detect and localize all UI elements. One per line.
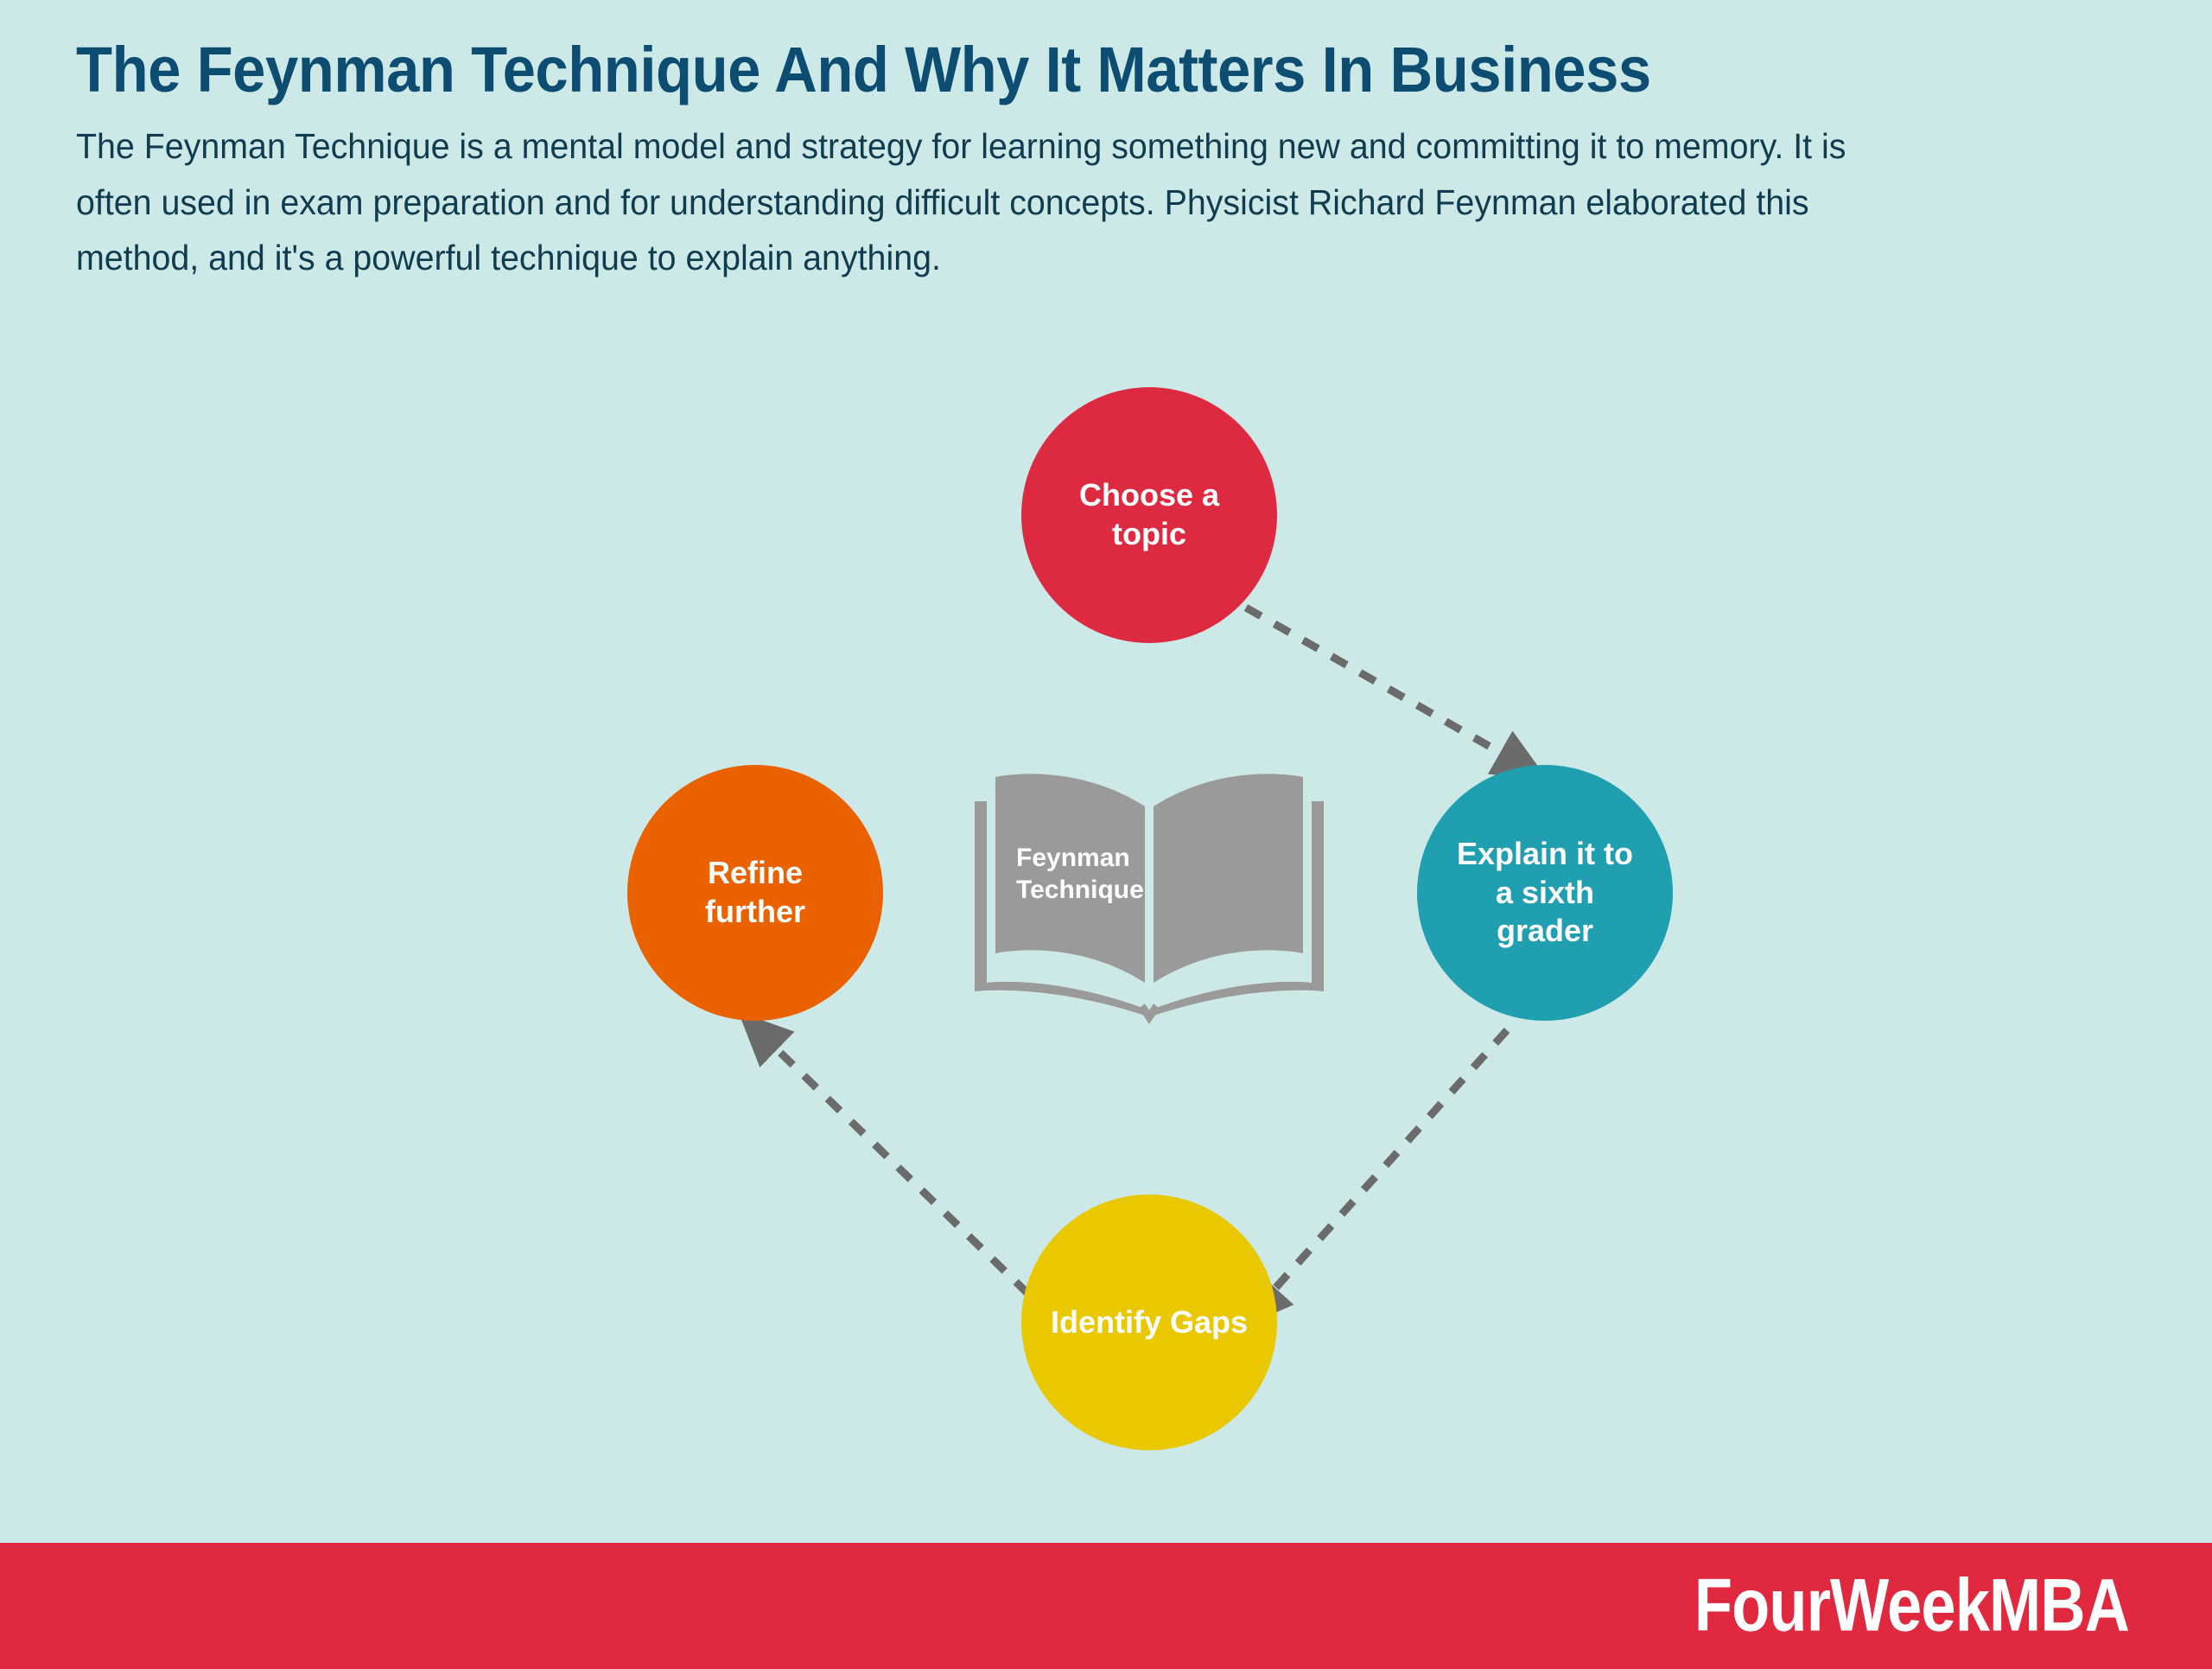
node-refine-line1: Refine bbox=[707, 855, 804, 891]
page-title: The Feynman Technique And Why It Matters… bbox=[76, 34, 1651, 105]
node-explain-label: Explain it to a sixth grader bbox=[1457, 835, 1633, 951]
node-explain-line1: Explain it to bbox=[1456, 836, 1633, 872]
connector-explain-to-identify-gaps bbox=[1238, 1027, 1510, 1329]
node-explain-line2: a sixth bbox=[1495, 874, 1595, 910]
node-choose-topic-line2: topic bbox=[1111, 516, 1186, 551]
center-icon-label-line1: Feynman bbox=[1016, 844, 1130, 872]
node-explain-line3: grader bbox=[1496, 913, 1594, 949]
node-explain-sixth-grader[interactable]: Explain it to a sixth grader bbox=[1417, 765, 1673, 1021]
diagram-stage: Feynman Technique Choose a topic Explain… bbox=[627, 387, 1673, 1450]
center-icon-label-line2: Technique bbox=[1016, 875, 1144, 904]
feynman-technique-book: Feynman Technique bbox=[968, 756, 1331, 1024]
node-choose-topic[interactable]: Choose a topic bbox=[1021, 387, 1277, 643]
page-subtitle: The Feynman Technique is a mental model … bbox=[76, 125, 1847, 278]
node-refine-further[interactable]: Refine further bbox=[627, 765, 883, 1021]
node-refine-line2: further bbox=[705, 894, 805, 929]
center-icon-label: Feynman Technique bbox=[1016, 843, 1163, 906]
footer-bar: FourWeekMBA bbox=[0, 1543, 2212, 1669]
node-identify-gaps-label: Identify Gaps bbox=[1050, 1303, 1249, 1340]
node-choose-topic-line1: Choose a bbox=[1078, 477, 1220, 513]
node-choose-topic-label: Choose a topic bbox=[1079, 476, 1219, 553]
connector-choose-topic-to-explain bbox=[1243, 604, 1548, 780]
open-book-icon bbox=[975, 774, 1324, 1024]
header: The Feynman Technique And Why It Matters… bbox=[76, 34, 2089, 286]
node-refine-label: Refine further bbox=[705, 854, 805, 931]
connector-identify-gaps-to-refine bbox=[738, 1011, 1032, 1297]
brand-logo[interactable]: FourWeekMBA bbox=[1694, 1564, 2130, 1647]
node-identify-gaps[interactable]: Identify Gaps bbox=[1021, 1194, 1277, 1450]
